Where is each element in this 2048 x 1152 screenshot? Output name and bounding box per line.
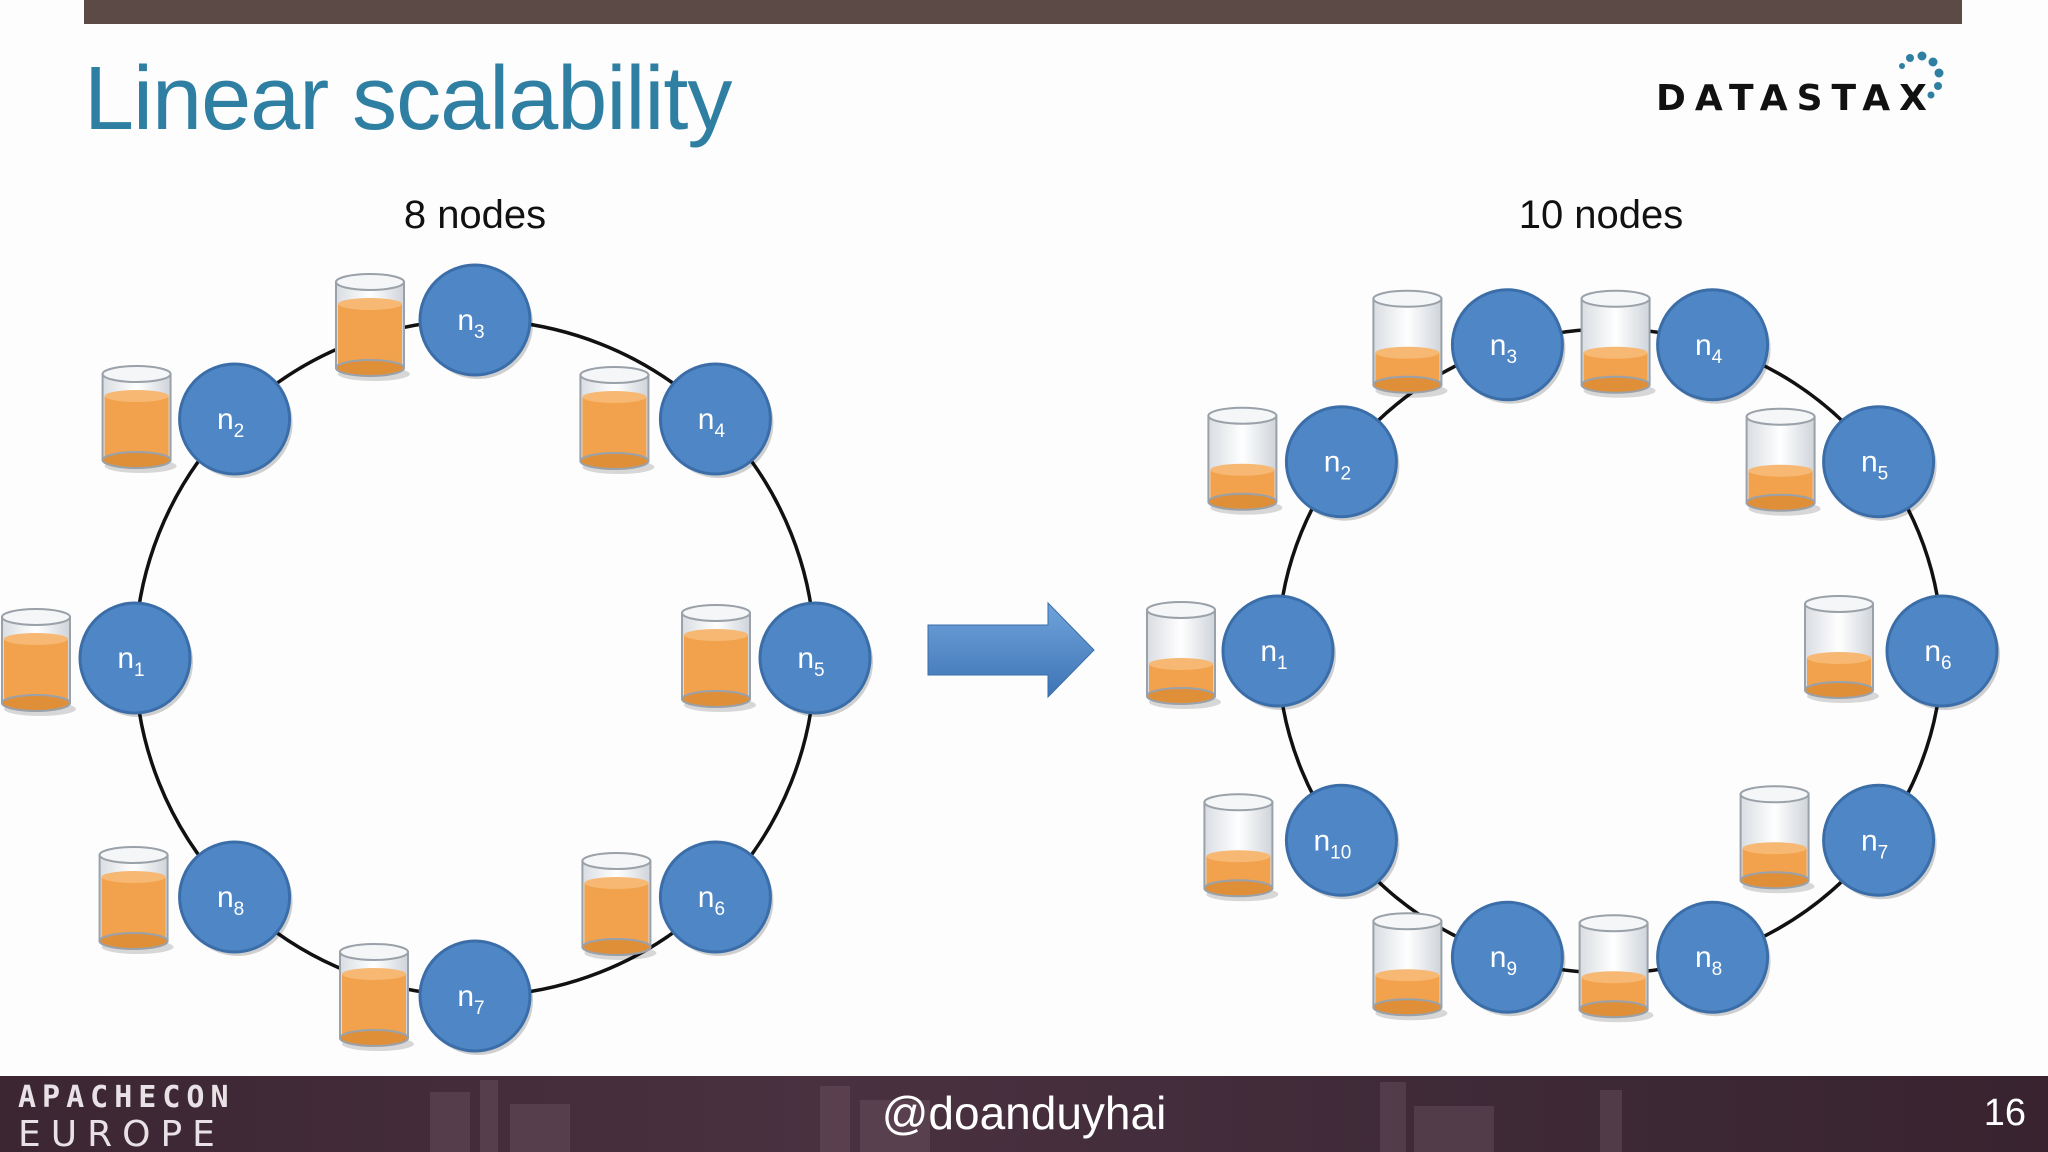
top-bar [84,0,1962,24]
apachecon-logo-top: APACHECON [18,1080,235,1115]
right-cluster-ring: n1 n2 n3 n4 n5 n6 n7 n8 n9 n10 [1146,288,2000,1023]
left-node-6: n6 [658,840,774,957]
right-node-7: n7 [1822,783,1937,900]
left-node-4-label: n4 [698,403,726,442]
right-node-4-disk-icon [1580,289,1656,398]
right-node-7-label: n7 [1861,824,1888,863]
right-node-5-label: n5 [1861,446,1888,485]
right-node-10-label: n10 [1313,824,1351,863]
left-node-6-disk-icon [581,852,657,961]
apachecon-logo-bottom: EUROPE [18,1114,225,1152]
right-cluster-caption: 10 nodes [1519,193,1684,237]
datastax-logo: DATASTAX [1656,50,1976,130]
left-cluster-caption: 8 nodes [404,193,546,237]
right-node-3: n3 [1450,288,1566,404]
left-cluster-ring: n1 n2 n3 n4 n5 n6 n7 n8 [1,263,873,1055]
scaling-diagram: 8 nodes 10 nodes n1 n2 n3 n4 n5 n6 n7 n8 n1 n2 n3… [1,193,2000,1055]
right-node-10: n10 [1284,783,1400,900]
left-node-4: n4 [658,362,774,478]
page-number: 16 [1983,1092,2026,1134]
right-node-3-disk-icon [1372,289,1448,398]
right-node-8-label: n8 [1695,941,1722,980]
right-node-5: n5 [1822,405,1937,521]
right-node-6-label: n6 [1924,635,1951,674]
right-node-2-label: n2 [1324,446,1351,485]
logo-text: DATASTAX [1656,78,1936,119]
right-node-4-label: n4 [1695,329,1723,368]
right-node-6-disk-icon [1804,595,1879,703]
left-node-4-disk-icon [579,365,655,474]
slide-title: Linear scalability [84,49,732,149]
left-node-7-disk-icon [339,943,414,1051]
left-node-5: n5 [758,601,873,717]
left-node-1: n1 [78,601,193,717]
right-node-2: n2 [1284,405,1400,521]
right-node-8: n8 [1656,900,1771,1017]
left-node-2: n2 [178,362,293,478]
right-node-6: n6 [1885,594,2000,710]
right-arrow-icon [927,601,1095,699]
left-node-2-label: n2 [217,403,244,442]
left-node-5-label: n5 [797,642,824,681]
left-node-8-label: n8 [217,881,244,920]
right-node-5-disk-icon [1745,407,1821,516]
right-node-2-disk-icon [1207,406,1283,515]
left-node-5-disk-icon [681,604,756,712]
right-node-9: n9 [1450,900,1566,1017]
right-node-8-disk-icon [1578,914,1654,1023]
footer-bar: APACHECON EUROPE @doanduyhai 16 [0,1076,2048,1152]
left-node-1-label: n1 [117,642,144,681]
right-node-1-disk-icon [1146,601,1221,709]
left-node-7: n7 [418,939,533,1055]
left-node-3-label: n3 [457,304,484,343]
logo-dots-icon [1899,51,1944,99]
right-node-9-disk-icon [1372,912,1448,1021]
left-node-8-disk-icon [98,846,174,955]
left-node-6-label: n6 [698,881,725,920]
left-node-7-label: n7 [457,980,484,1019]
left-node-3-disk-icon [335,273,410,381]
right-node-4: n4 [1656,288,1771,404]
right-node-7-disk-icon [1739,785,1815,894]
left-node-8: n8 [178,840,293,957]
left-node-3: n3 [418,263,533,379]
left-node-2-disk-icon [101,364,177,473]
right-node-10-disk-icon [1203,793,1279,902]
right-node-3-label: n3 [1490,329,1517,368]
left-node-1-disk-icon [1,608,76,716]
twitter-handle: @doanduyhai [881,1087,1167,1139]
right-node-1: n1 [1221,594,1336,710]
right-node-1-label: n1 [1260,635,1287,674]
right-node-9-label: n9 [1490,941,1517,980]
